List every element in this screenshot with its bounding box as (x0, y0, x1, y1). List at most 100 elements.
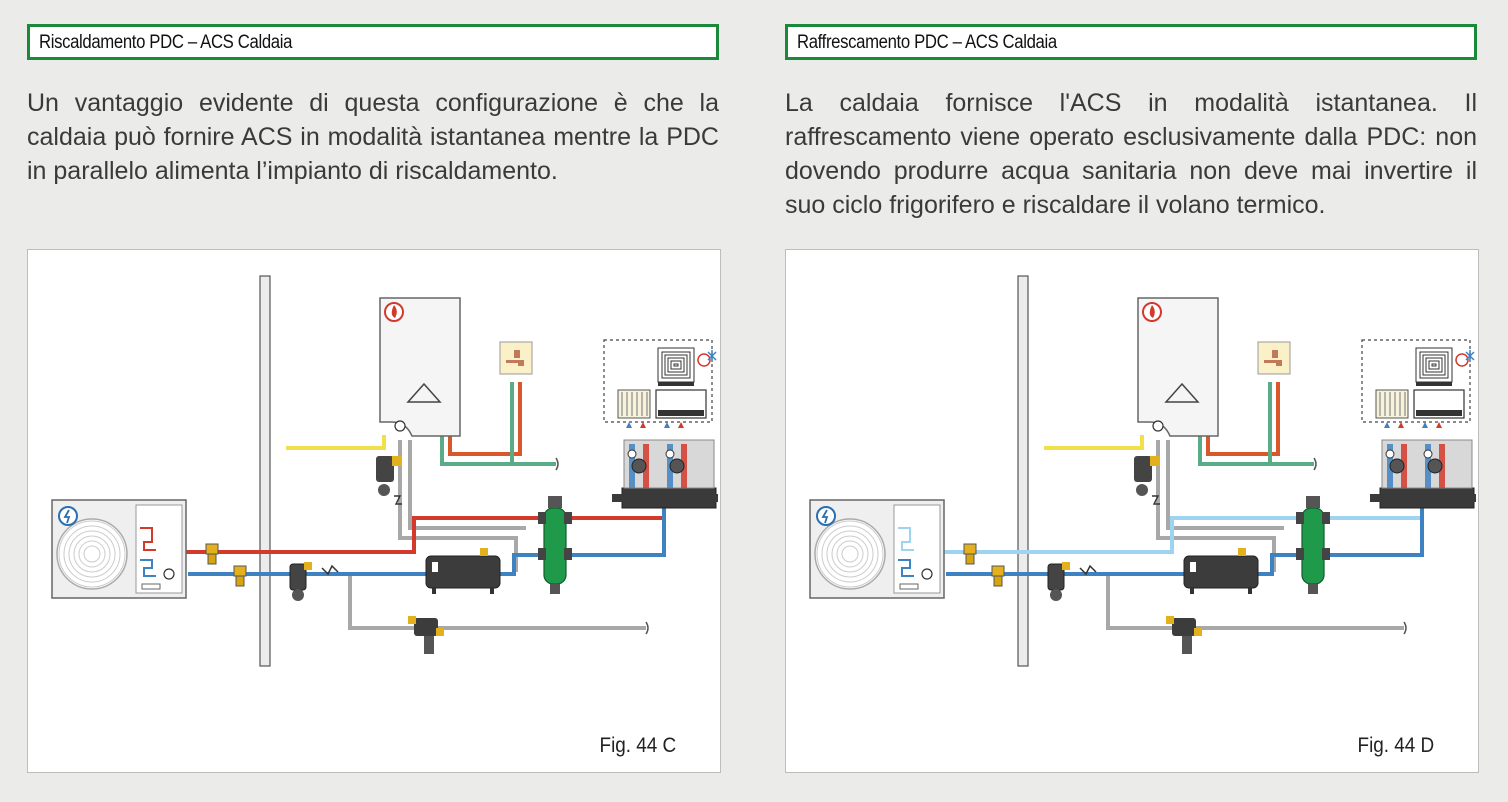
coil-cold (898, 559, 914, 577)
electric-icon (816, 506, 836, 526)
pump-icon (1389, 458, 1405, 474)
gas-pipe (286, 435, 386, 450)
pump-icon (163, 568, 175, 580)
filter-icon (1134, 456, 1160, 496)
fan-icon (814, 518, 886, 590)
manifold-end (612, 494, 624, 502)
buffer-tank-icon (1183, 548, 1259, 594)
flow-arrow-icon (1436, 422, 1442, 428)
manifold-end (1472, 494, 1476, 502)
description-paragraph: Un vantaggio evidente di questa configur… (27, 89, 719, 185)
boiler-return-pipe (408, 440, 526, 530)
floor-heating-loop (673, 363, 679, 367)
filter-fitting (1062, 562, 1070, 570)
flow-arrow-icon (1398, 422, 1404, 428)
tank-valve (480, 548, 488, 556)
radiator-icon (617, 389, 651, 419)
expansion-valve (1166, 616, 1174, 624)
tap-icon (1257, 341, 1291, 375)
description-paragraph: La caldaia fornisce l'ACS in modalità is… (785, 89, 1477, 219)
floor-heating-loop (670, 360, 682, 370)
pipe-end-cap (1313, 457, 1317, 471)
diagram-canvas (809, 275, 1476, 667)
thermometer-icon (1385, 449, 1395, 459)
electric-icon (58, 506, 78, 526)
check-valve-icon (394, 495, 402, 505)
floor-heating-loop (667, 357, 685, 373)
separator-vent (1306, 496, 1320, 508)
pump-icon (394, 420, 406, 432)
valve-icon (963, 543, 977, 565)
pump-icon (631, 458, 647, 474)
separator-port (1322, 512, 1330, 524)
filter-fitting (392, 456, 402, 466)
valve-icon (991, 565, 1005, 587)
separator-drain (550, 584, 560, 594)
sun-icon (697, 353, 711, 367)
boiler-icon (1137, 297, 1219, 437)
valve-stem (235, 575, 245, 587)
diagram-canvas (51, 275, 718, 667)
lightning-icon (821, 509, 829, 524)
pump-icon (669, 458, 685, 474)
radiator-body (1375, 389, 1409, 419)
separator-port (564, 548, 572, 560)
fan-grille-ring (58, 520, 126, 588)
flow-arrow-icon (1422, 422, 1428, 428)
boiler-flow-pipe (398, 440, 518, 572)
pump-icon (1427, 458, 1443, 474)
radiator-icon (1375, 389, 1409, 419)
valve-stem (207, 553, 217, 565)
section-title: Raffrescamento PDC – ACS Caldaia (797, 32, 1057, 53)
flow-pipe (178, 495, 666, 554)
boiler-icon (379, 297, 461, 437)
dhw-cold-pipe (440, 436, 556, 466)
wall (1017, 275, 1029, 667)
section-header: Riscaldamento PDC – ACS Caldaia (27, 24, 719, 60)
expansion-valve (1194, 628, 1202, 636)
manifold-bar (1379, 487, 1475, 509)
heat-pump-panel (135, 504, 183, 594)
flame-shape (1149, 305, 1155, 318)
pipe-end-cap (1403, 621, 1407, 635)
tap-spout (506, 360, 524, 366)
valve-body (991, 565, 1005, 577)
fan-icon (56, 518, 128, 590)
pump-icon (1152, 420, 1164, 432)
hydraulic-separator-icon (1296, 496, 1330, 594)
filter-bottom (292, 589, 304, 601)
pipe-end-cap (555, 457, 559, 471)
figure-caption: Fig. 44 D (1357, 734, 1434, 757)
fan-coil-grille (658, 410, 704, 416)
fan-grille-ring (836, 540, 864, 568)
fan-grille-ring (78, 540, 106, 568)
coil-cold (140, 559, 156, 577)
snowflake-icon (1465, 350, 1475, 362)
expansion-group-icon (408, 616, 444, 654)
wall (259, 275, 271, 667)
separator-vent (548, 496, 562, 508)
fan-grille-ring (841, 545, 859, 563)
sun-icon (1455, 353, 1469, 367)
separator-body (1301, 507, 1325, 585)
dhw-hot-pipe (1206, 382, 1280, 456)
drain-pipe (348, 575, 646, 630)
filter-icon (376, 456, 402, 496)
floor-heating-loop (664, 354, 688, 376)
hydraulic-separator-icon (538, 496, 572, 594)
heat-pump-icon (51, 499, 187, 599)
manifold-end (714, 494, 718, 502)
tap-handle (514, 350, 520, 358)
floor-heating-loop (1431, 363, 1437, 367)
check-valve-icon (1079, 564, 1097, 576)
floor-heating-loop (661, 351, 691, 379)
filter-bottom (1136, 484, 1148, 496)
terminal-units-box (1361, 339, 1471, 423)
fan-grille-ring (63, 525, 121, 583)
tank-foot (1190, 588, 1194, 594)
flow-arrow-icon (626, 422, 632, 428)
valve-body (233, 565, 247, 577)
tank-foot (1248, 588, 1252, 594)
flow-arrow-icon (678, 422, 684, 428)
tap-handle (1272, 350, 1278, 358)
